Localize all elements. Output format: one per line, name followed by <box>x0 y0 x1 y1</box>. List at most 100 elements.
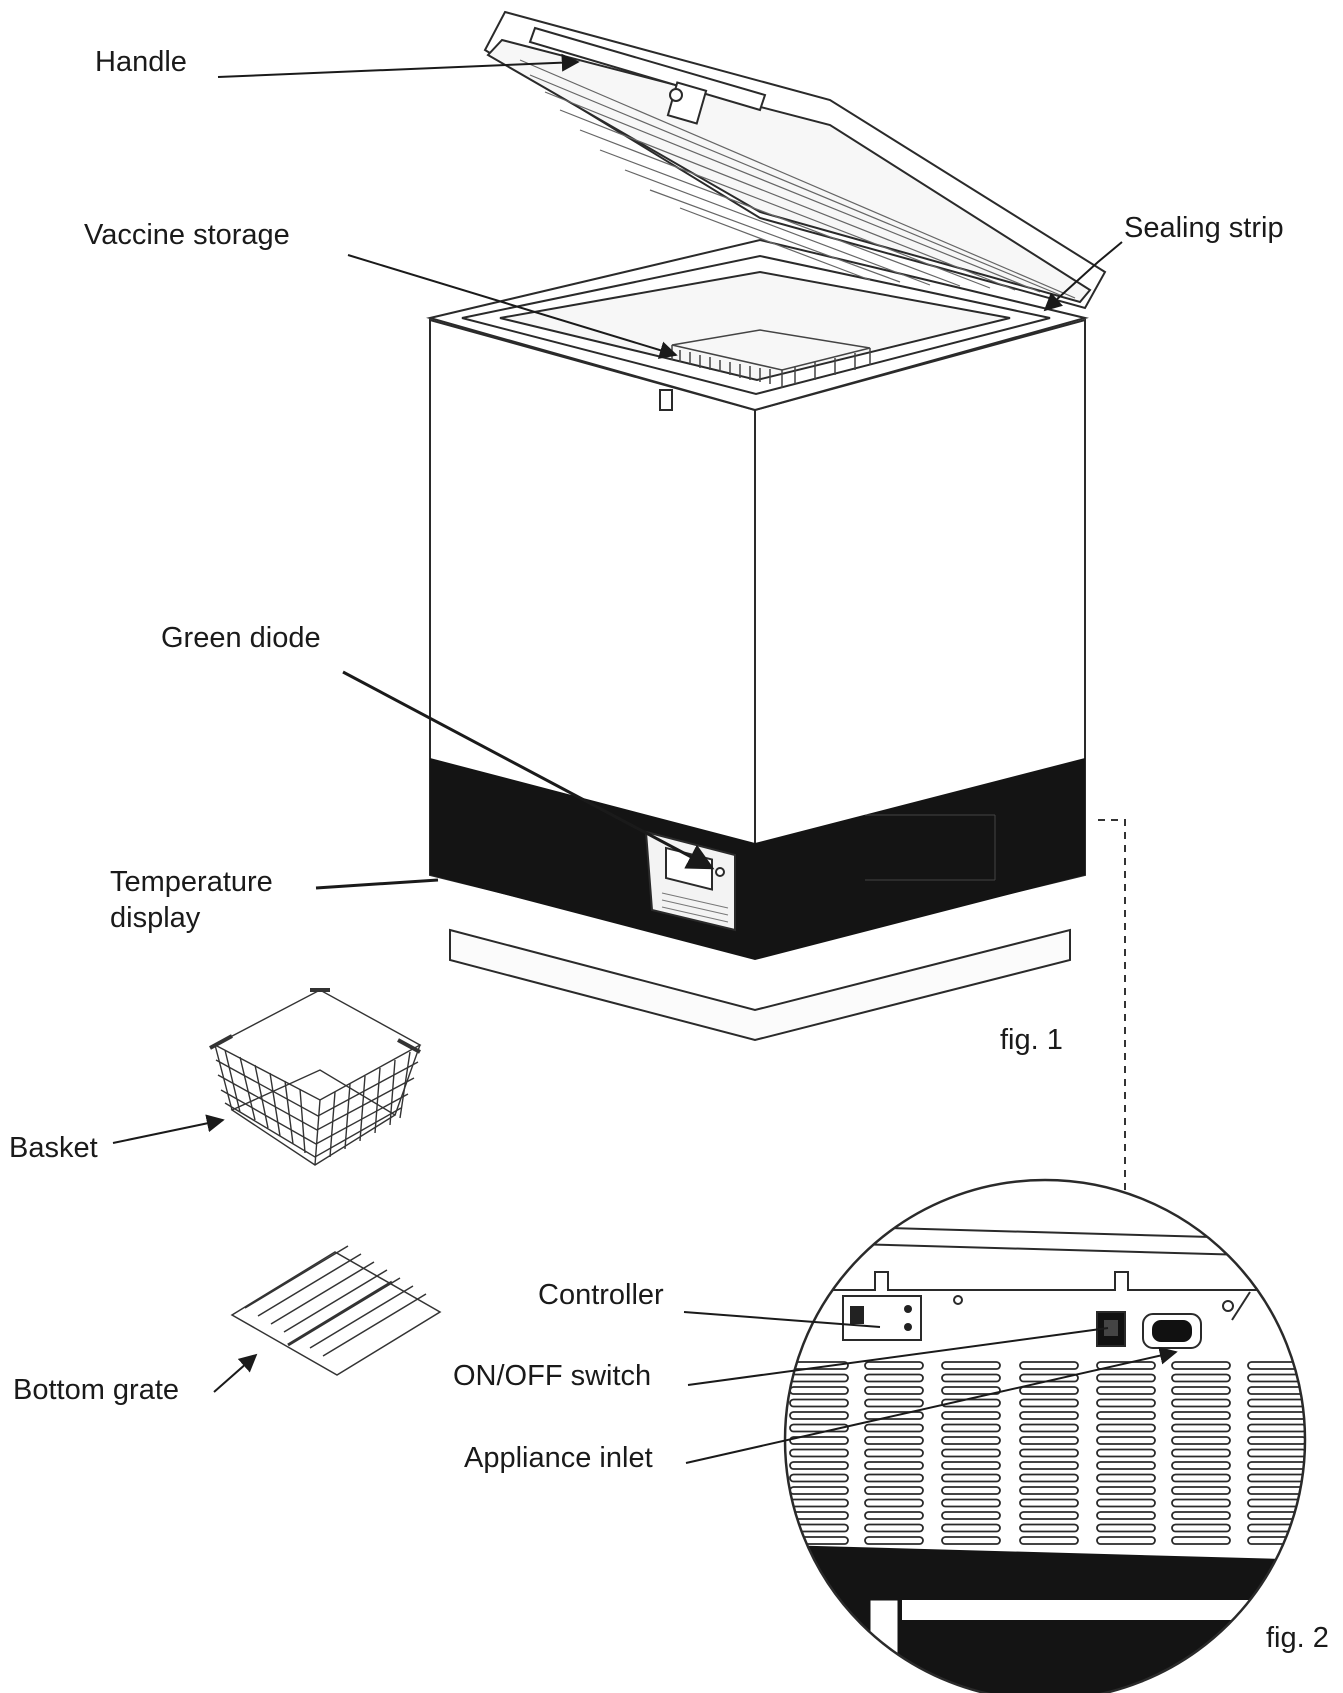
vent-slot <box>941 1436 1001 1445</box>
figure-caption-1: fig. 1 <box>1000 1024 1063 1056</box>
vent-slot <box>864 1373 924 1383</box>
leader-temperature-display <box>315 878 439 890</box>
leader-sealing-strip <box>1043 241 1123 312</box>
zoom-connector <box>1098 819 1126 1195</box>
vent-slot <box>1171 1373 1231 1383</box>
vent-slot <box>789 1398 849 1408</box>
vent-slot <box>864 1511 924 1520</box>
label-sealing-strip: Sealing strip <box>1124 212 1284 244</box>
vent-slot <box>941 1398 1001 1408</box>
control-band <box>430 758 1085 960</box>
vent-slot <box>1096 1373 1156 1383</box>
leader-bottom-grate <box>213 1353 258 1393</box>
label-vaccine-storage: Vaccine storage <box>84 219 290 251</box>
label-temperature-display: Temperature display <box>110 866 273 935</box>
vent-slot <box>1247 1486 1305 1495</box>
vent-slot <box>1247 1473 1305 1483</box>
vent-slot <box>941 1423 1001 1433</box>
vent-slot <box>789 1448 849 1458</box>
vent-slot <box>1247 1411 1305 1420</box>
vent-slot <box>789 1436 849 1445</box>
vent-slot <box>941 1523 1001 1533</box>
vent-slot <box>1171 1536 1231 1545</box>
vent-slot <box>864 1461 924 1470</box>
vent-slot <box>1171 1523 1231 1533</box>
vent-slot <box>1096 1411 1156 1420</box>
vent-slot <box>1096 1523 1156 1533</box>
vent-slot <box>1247 1361 1305 1370</box>
vent-slot <box>941 1486 1001 1495</box>
figure-caption-2: fig. 2 <box>1266 1622 1329 1654</box>
vent-slot <box>789 1411 849 1420</box>
vent-slot <box>864 1386 924 1395</box>
vent-slot <box>1019 1411 1079 1420</box>
leader-controller <box>683 1311 881 1328</box>
inner-basket <box>671 329 871 388</box>
vent-slot <box>1171 1498 1231 1508</box>
freezer-lid <box>483 10 1107 310</box>
vent-slot <box>1096 1448 1156 1458</box>
vent-slot <box>1096 1461 1156 1470</box>
vent-slot <box>941 1411 1001 1420</box>
leader-appliance-inlet <box>685 1346 1178 1464</box>
leader-lines <box>112 53 1178 1464</box>
bottom-grate-illustration <box>230 1245 442 1376</box>
vent-slot <box>1019 1423 1079 1433</box>
label-green-diode: Green diode <box>161 622 321 654</box>
vent-slot <box>1247 1398 1305 1408</box>
vent-slot <box>1096 1486 1156 1495</box>
leader-on-off-switch <box>687 1327 1109 1386</box>
vent-slot <box>941 1536 1001 1545</box>
vent-slot <box>941 1386 1001 1395</box>
vent-slot <box>864 1473 924 1483</box>
vent-slot <box>1019 1448 1079 1458</box>
vent-slot <box>1247 1436 1305 1445</box>
vent-slot <box>941 1511 1001 1520</box>
latch <box>659 389 673 411</box>
vent-slot <box>864 1398 924 1408</box>
vent-slot <box>1096 1536 1156 1545</box>
vent-slot <box>1247 1423 1305 1433</box>
vent-slot <box>1171 1473 1231 1483</box>
vent-slot <box>1171 1486 1231 1495</box>
label-on-off-switch: ON/OFF switch <box>453 1360 652 1392</box>
vent-slot <box>1096 1498 1156 1508</box>
vent-slot <box>941 1473 1001 1483</box>
vent-slot <box>1171 1361 1231 1370</box>
vent-slot <box>1019 1486 1079 1495</box>
vent-slot <box>1247 1498 1305 1508</box>
vent-slot <box>1096 1361 1156 1370</box>
vent-slot <box>1171 1448 1231 1458</box>
vent-slot <box>1171 1386 1231 1395</box>
vent-slot <box>1019 1461 1079 1470</box>
vent-slot <box>1171 1511 1231 1520</box>
vent-slot <box>864 1361 924 1370</box>
vent-slot <box>864 1448 924 1458</box>
leader-basket <box>112 1114 225 1144</box>
leader-handle <box>217 53 580 78</box>
vent-slot <box>1019 1436 1079 1445</box>
vent-slot <box>1096 1423 1156 1433</box>
vent-slot <box>864 1411 924 1420</box>
vent-slot <box>864 1423 924 1433</box>
vent-slot <box>864 1486 924 1495</box>
vent-slot <box>1171 1436 1231 1445</box>
vent-slot <box>1247 1373 1305 1383</box>
vent-slot <box>789 1473 849 1483</box>
vent-slot <box>1019 1398 1079 1408</box>
label-appliance-inlet: Appliance inlet <box>464 1442 653 1474</box>
label-controller: Controller <box>538 1279 664 1311</box>
vent-slot <box>1247 1448 1305 1458</box>
vent-slot <box>941 1498 1001 1508</box>
vent-slot <box>789 1423 849 1433</box>
wire-basket <box>209 988 422 1166</box>
vent-slot <box>789 1461 849 1470</box>
vent-slot <box>1096 1398 1156 1408</box>
vent-slot <box>1096 1386 1156 1395</box>
label-bottom-grate: Bottom grate <box>13 1374 180 1406</box>
vent-slot <box>1096 1436 1156 1445</box>
vent-slot <box>1019 1511 1079 1520</box>
vent-slot <box>1247 1536 1305 1545</box>
